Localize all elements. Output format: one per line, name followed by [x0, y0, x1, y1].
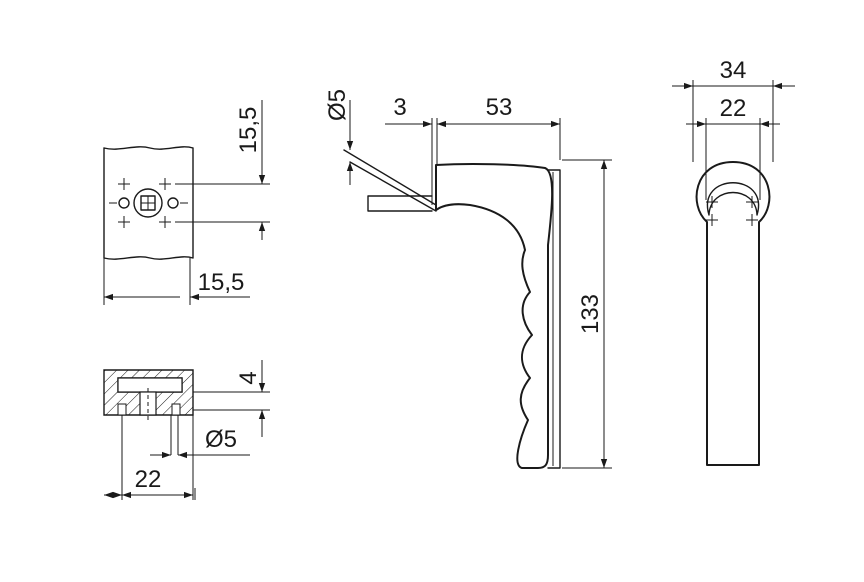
dim-label-top-width: 15,5 [198, 269, 245, 296]
front-outer-outline [695, 161, 771, 466]
dim-label-side-projection: 53 [486, 94, 513, 121]
handle-side-view: Ø5 3 53 133 [324, 89, 612, 469]
spindle-bore [133, 188, 163, 218]
dim-label-side-height: 133 [577, 294, 604, 334]
dim-label-side-offset: 3 [393, 94, 406, 121]
dim-label-front-inner: 22 [720, 95, 747, 122]
rose-plan-view: 15,5 15,5 [103, 100, 270, 305]
screw-hole-right [167, 197, 179, 209]
rose-plate-outline [103, 146, 194, 260]
fixing-markers [109, 178, 188, 228]
screw-hole-left [118, 197, 130, 209]
dim-label-front-outer: 34 [720, 57, 747, 84]
handle-front-view: 34 22 [672, 57, 795, 466]
dim-label-section-depth: 4 [235, 371, 262, 384]
dim-label-top-height: 15,5 [235, 107, 262, 154]
front-inner-arch [706, 182, 760, 216]
front-fixing-markers [706, 196, 758, 226]
dim-label-side-spindle: Ø5 [324, 89, 351, 121]
handle-body-outline [435, 163, 554, 469]
dim-label-section-width: 22 [135, 466, 162, 493]
dim-label-section-hole: Ø5 [205, 426, 237, 453]
handle-backplate [547, 169, 561, 469]
rose-section-view: 4 Ø5 22 [103, 360, 270, 500]
